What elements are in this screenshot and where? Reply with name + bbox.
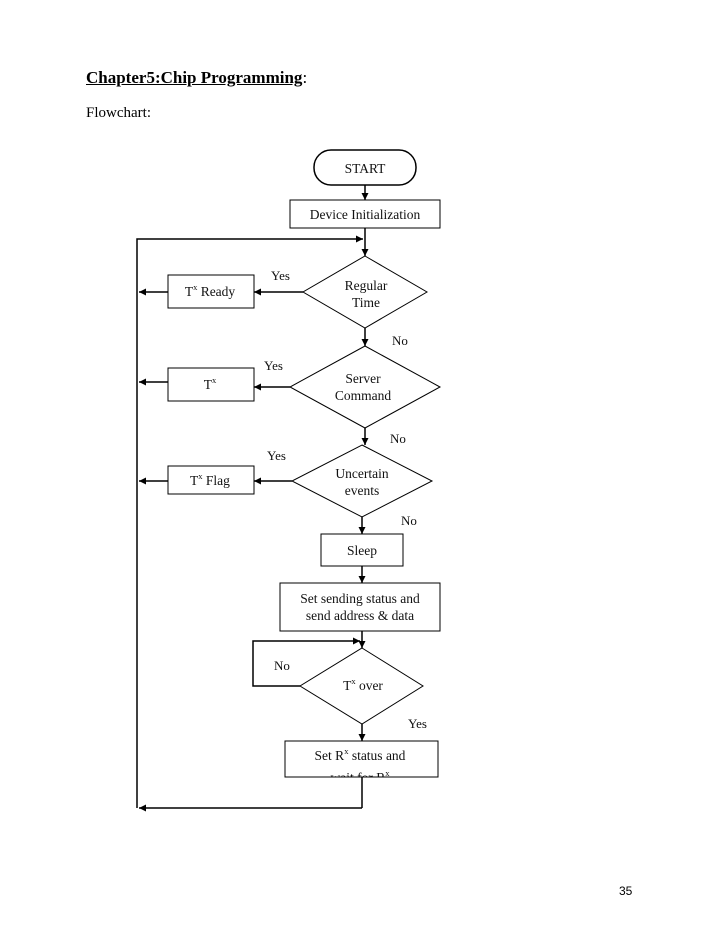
no-label: No	[401, 513, 417, 528]
chapter-colon: :	[302, 68, 308, 87]
loop-back-line	[136, 235, 363, 808]
section-label: Flowchart:	[86, 105, 151, 121]
set-rx-line2: wait for Rx	[331, 768, 391, 785]
regular-time-line2: Time	[352, 295, 380, 310]
set-sending-line1: Set sending status and	[300, 591, 420, 606]
chapter-heading: Chapter5:Chip Programming:	[86, 68, 307, 88]
tx-ready-node	[167, 274, 255, 309]
tx-flag-label: Tx Flag	[190, 471, 230, 488]
yes-label: Yes	[264, 358, 283, 373]
set-rx-status-node	[284, 740, 439, 778]
yes-label: Yes	[408, 716, 427, 731]
regular-time-line1: Regular	[345, 278, 388, 293]
yes-label: Yes	[267, 448, 286, 463]
sleep-node	[320, 533, 404, 567]
uncertain-events-line1: Uncertain	[335, 466, 388, 481]
no-label: No	[274, 658, 290, 673]
uncertain-events-decision	[290, 444, 434, 518]
tx-node	[167, 367, 255, 402]
tx-over-label: Tx over	[343, 676, 383, 693]
no-label: No	[390, 431, 406, 446]
tx-label: Tx	[204, 375, 217, 392]
yes-label: Yes	[271, 268, 290, 283]
set-rx-line1: Set Rx status and	[315, 746, 406, 763]
chapter-title: Chapter5:Chip Programming	[86, 68, 303, 87]
no-label: No	[392, 333, 408, 348]
start-label: START	[345, 161, 387, 176]
sleep-label: Sleep	[347, 543, 377, 558]
retry-loop-line	[252, 637, 360, 687]
uncertain-events-line2: events	[345, 483, 380, 498]
server-command-decision	[288, 345, 442, 429]
device-initialization-label: Device Initialization	[310, 207, 421, 222]
set-sending-status-node	[279, 582, 441, 632]
server-command-line2: Command	[335, 388, 391, 403]
tx-ready-label: Tx Ready	[185, 282, 236, 299]
device-initialization-node	[289, 199, 441, 229]
page-number: 35	[619, 884, 633, 898]
server-command-line1: Server	[345, 371, 381, 386]
tx-flag-node	[167, 465, 255, 495]
set-sending-line2: send address & data	[306, 608, 414, 623]
